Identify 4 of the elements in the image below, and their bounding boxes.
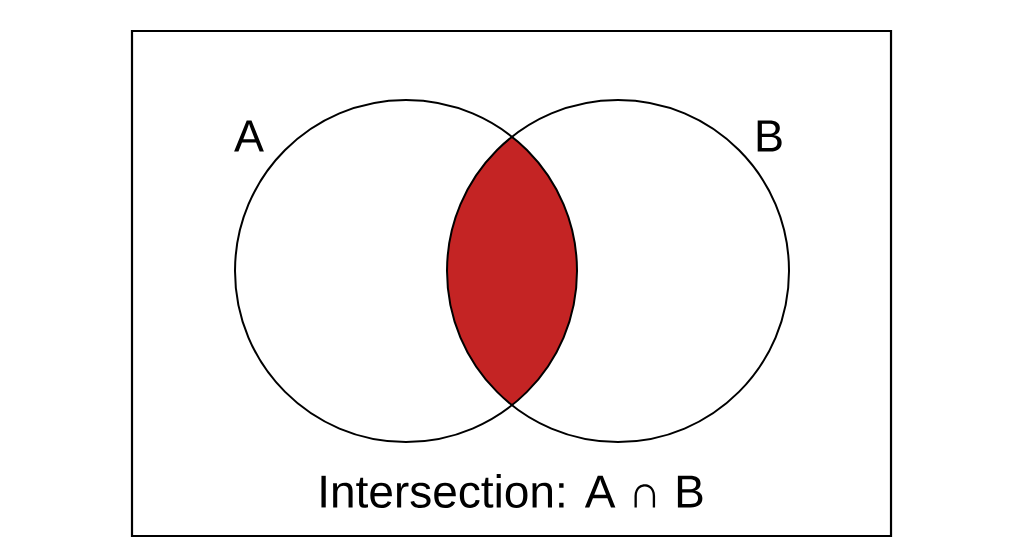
set-label: B (757, 120, 782, 152)
caption: Intersection: A ∩ B (321, 474, 703, 508)
set-label: A (234, 120, 264, 152)
intersection-region (447, 136, 577, 406)
